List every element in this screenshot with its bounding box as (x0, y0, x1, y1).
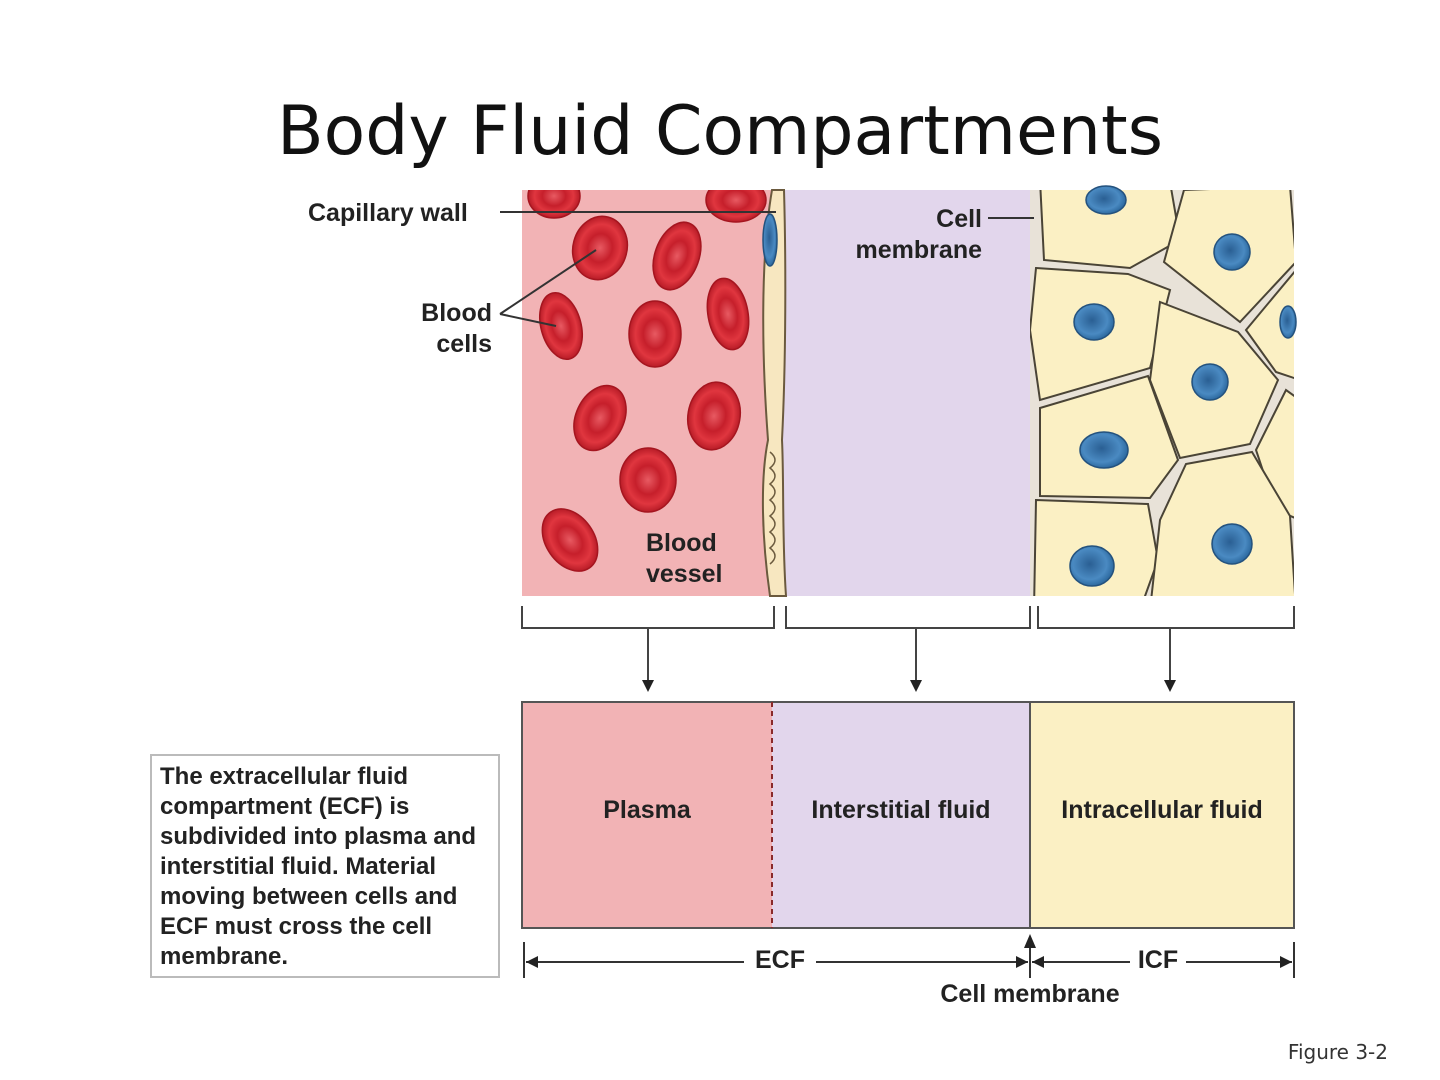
tissue-cell (1244, 270, 1294, 380)
note-text-1: The extracellular fluid compartment ( (160, 763, 409, 820)
red-blood-cells (527, 190, 767, 572)
figure-reference: Figure 3-2 (1287, 1040, 1388, 1064)
blood-vessel-label-line2: vessel (646, 560, 723, 588)
icf-label: ICF (1137, 946, 1179, 974)
cell-membrane-top-line1: Cell (936, 205, 982, 233)
blood-cells-label-line1: Blood (421, 299, 492, 327)
rbc (527, 190, 581, 219)
rbc (573, 384, 627, 452)
nucleus (1279, 305, 1297, 339)
plasma-label: Plasma (603, 796, 691, 824)
blood-vessel-label-line1: Blood (646, 529, 717, 557)
blood-cells-label: Blood cells (410, 298, 492, 360)
tissue-cell (1039, 190, 1182, 270)
nucleus (1069, 545, 1115, 587)
rbc (619, 447, 677, 513)
axis-arrowheads (526, 934, 1292, 968)
page-title: Body Fluid Compartments (276, 92, 1164, 171)
compartment-brackets (521, 606, 1295, 684)
nucleus (1085, 185, 1127, 215)
blood-vessel-label: Blood vessel (646, 528, 722, 590)
nucleus (1079, 431, 1129, 469)
tissue-cell (1150, 450, 1294, 596)
compartments-outline (521, 701, 1295, 929)
note-text-2: ) is subdivided into plasma and intersti… (160, 793, 477, 970)
rbc (706, 277, 750, 351)
nucleus (1211, 523, 1253, 565)
rbc (628, 300, 682, 368)
note-ecf-bold: ECF (326, 793, 375, 820)
capillary-wall (761, 189, 788, 597)
intracellular-box (1030, 702, 1294, 928)
capillary-wall-label: Capillary wall (308, 199, 468, 227)
rbc (539, 292, 583, 360)
cell-nuclei (1069, 185, 1297, 587)
ecf-explanation-box: The extracellular fluid compartment (ECF… (150, 754, 500, 978)
ecf-label: ECF (755, 946, 805, 974)
cell-membrane-top-line2: membrane (855, 236, 982, 264)
ecf-icf-axis (523, 942, 1295, 978)
bracket-arrowheads (642, 680, 1176, 692)
intracellular-label: Intracellular fluid (1061, 796, 1263, 824)
nucleus (1073, 303, 1115, 341)
rbc (686, 381, 742, 451)
plasma-box (522, 702, 772, 928)
leader-lines (499, 211, 1034, 327)
interstitial-label: Interstitial fluid (811, 796, 991, 824)
interstitial-box (772, 702, 1030, 928)
rbc (652, 221, 702, 291)
nucleus (1191, 363, 1229, 401)
blood-cells-label-line2: cells (436, 330, 492, 358)
cell-membrane-bottom-label: Cell membrane (940, 980, 1120, 1008)
rbc (705, 190, 767, 223)
rbc (571, 215, 629, 281)
rbc (541, 508, 599, 572)
interstitial-area (780, 190, 1032, 596)
cell-membrane-top-label: Cell membrane (836, 204, 982, 266)
nucleus (1213, 233, 1251, 271)
